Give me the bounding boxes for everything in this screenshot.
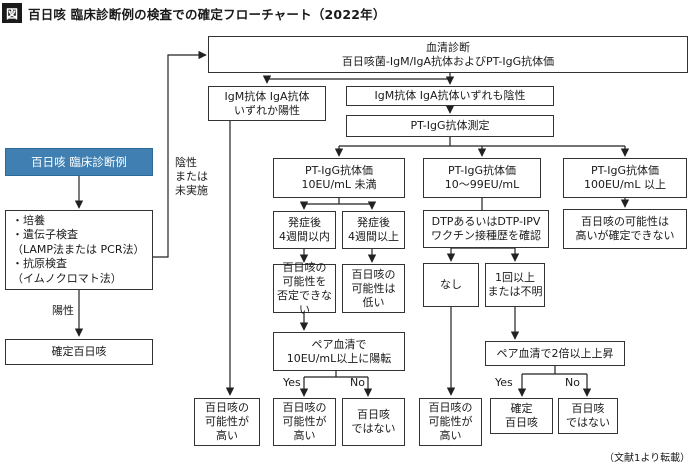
pair-serum-2x-box: ペア血清で2倍以上上昇 (485, 341, 625, 366)
onset-within-4-weeks-box: 発症後 4週間以内 (273, 211, 336, 249)
possibility-low-box: 百日咳の 可能性は 低い (342, 264, 405, 313)
label-no-pair2x: No (565, 376, 580, 389)
confirmed-pertussis-left-box: 確定百日咳 (5, 339, 153, 365)
label-negative-or-not-done: 陰性 または 未実施 (175, 156, 208, 197)
result-igm-positive-high-box: 百日咳の 可能性が 高い (194, 398, 260, 446)
label-yes-pair2x: Yes (495, 376, 513, 389)
label-no-pair10: No (350, 376, 365, 389)
clinical-diagnosis-box: 百日咳 臨床診断例 (5, 148, 153, 176)
figure-badge: 図 (2, 3, 22, 23)
label-yes-pair10: Yes (283, 376, 301, 389)
figure-title-bar: 図 百日咳 臨床診断例の検査での確定フローチャート（2022年） (2, 2, 462, 24)
result-none-high-box: 百日咳の 可能性が 高い (419, 398, 482, 446)
result-pair10-no-box: 百日咳 ではない (342, 398, 405, 446)
pt-igg-mid-box: PT-IgG抗体価 10～99EU/mL (423, 158, 541, 198)
dtp-history-box: DTPあるいはDTP-IPV ワクチン接種歴を確認 (423, 210, 549, 248)
pair-serum-10-box: ペア血清で 10EU/mL以上に陽転 (273, 332, 405, 371)
once-or-unknown-box: 1回以上 または不明 (485, 263, 545, 307)
igm-iga-positive-box: IgM抗体 IgA抗体 いずれか陽性 (208, 86, 326, 121)
label-positive: 陽性 (52, 304, 74, 317)
onset-after-4-weeks-box: 発症後 4週間以上 (342, 211, 405, 249)
pt-igg-measure-box: PT-IgG抗体測定 (346, 115, 554, 137)
none-box: なし (423, 263, 479, 307)
pt-igg-high-box: PT-IgG抗体価 100EU/mL 以上 (563, 158, 687, 198)
initial-tests-box: ・培養 ・遺伝子検査 （LAMP法または PCR法） ・抗原検査 （イムノクロマ… (5, 210, 153, 290)
cannot-deny-box: 百日咳の 可能性を 否定できない (273, 261, 336, 316)
result-pair10-yes-high-box: 百日咳の 可能性が 高い (273, 398, 336, 446)
arrow-tests-to-serology (153, 50, 207, 258)
pt-igg-low-box: PT-IgG抗体価 10EU/mL 未満 (273, 158, 405, 198)
figure-title: 百日咳 臨床診断例の検査での確定フローチャート（2022年） (28, 6, 386, 22)
result-confirmed-box: 確定 百日咳 (490, 398, 553, 434)
serology-box: 血清診断 百日咳菌-IgM/IgA抗体およびPT-IgG抗体価 (208, 36, 688, 73)
result-2x-no-box: 百日咳 ではない (558, 398, 618, 434)
source-note: （文献1より転載） (604, 453, 691, 464)
high-cannot-confirm-box: 百日咳の可能性は 高いが確定できない (563, 209, 687, 249)
igm-iga-negative-box: IgM抗体 IgA抗体いずれも陰性 (346, 86, 554, 106)
